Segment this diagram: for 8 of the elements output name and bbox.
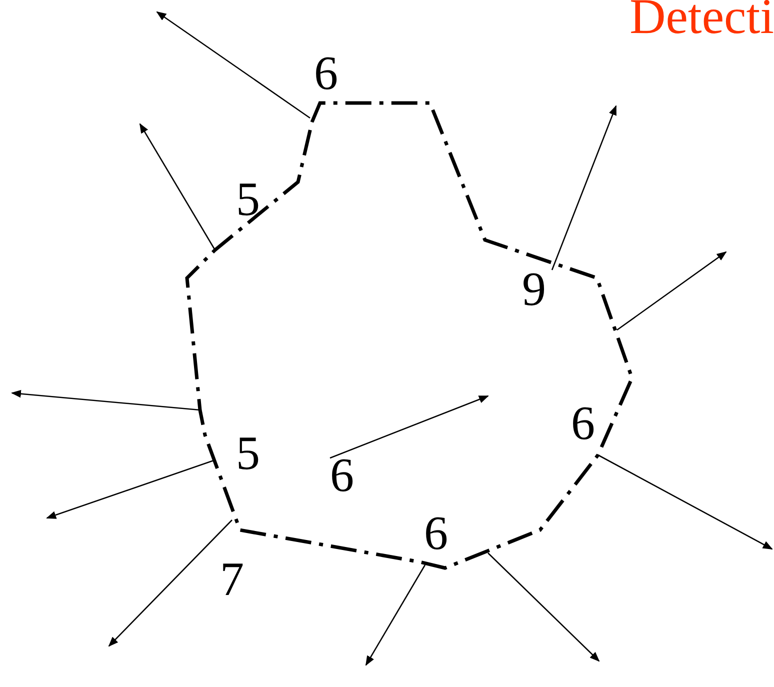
number-label: 9 — [522, 266, 546, 314]
number-label: 5 — [236, 430, 260, 478]
number-label: 6 — [314, 50, 338, 98]
number-label: 6 — [424, 510, 448, 558]
number-label: 7 — [220, 556, 244, 604]
number-label: 6 — [330, 452, 354, 500]
number-label: 5 — [236, 176, 260, 224]
number-label: 6 — [571, 400, 595, 448]
